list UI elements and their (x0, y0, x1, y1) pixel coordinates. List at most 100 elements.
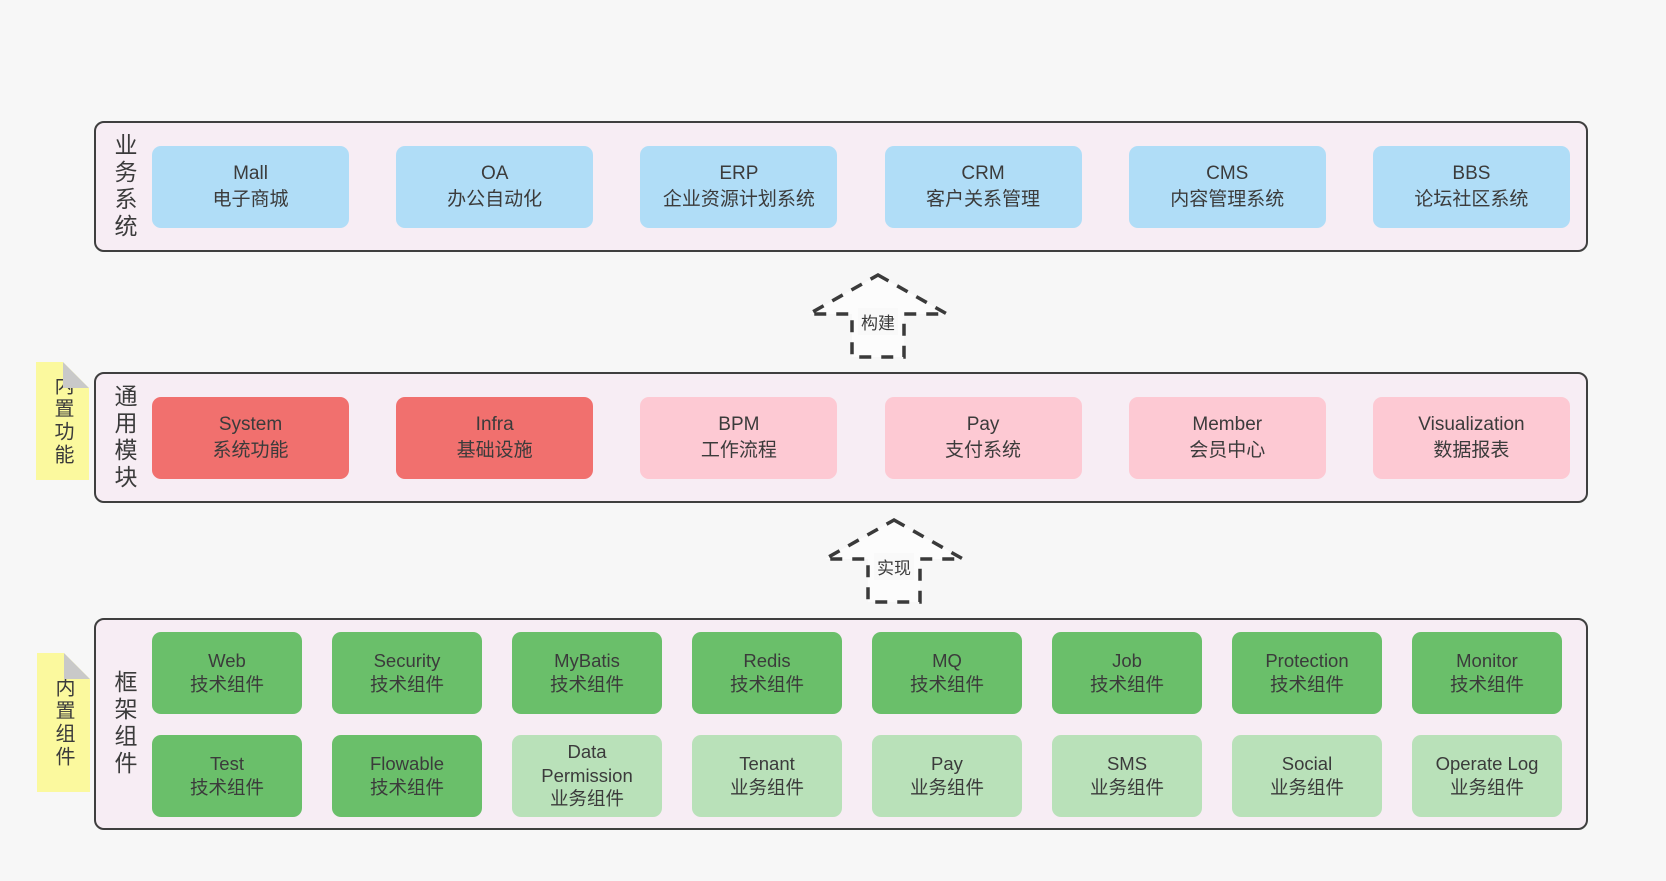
box-operate-log: Operate Log 业务组件 (1412, 734, 1562, 817)
box-title: Flowable (369, 752, 445, 774)
box-title: MQ (932, 649, 962, 671)
business-systems-row: Mall 电子商城 OA 办公自动化 ERP 企业资源计划系统 CRM 客户关系… (152, 123, 1586, 250)
layer-label-common-modules: 通用模块 (111, 383, 137, 492)
box-infra: Infra 基础设施 (396, 396, 594, 479)
box-subtitle: 技术组件 (549, 673, 624, 695)
box-title: Test (210, 752, 244, 774)
box-tenant: Tenant 业务组件 (692, 734, 842, 817)
box-subtitle: 客户关系管理 (926, 188, 1041, 210)
box-pay-biz: Pay 业务组件 (872, 734, 1022, 817)
box-title: System (218, 414, 283, 436)
box-cms: CMS 内容管理系统 (1128, 145, 1326, 228)
box-title: Pay (931, 752, 963, 774)
box-title: Operate Log (1435, 752, 1539, 774)
box-monitor: Monitor 技术组件 (1412, 631, 1562, 714)
box-title: Monitor (1456, 649, 1518, 671)
box-subtitle: 业务组件 (1269, 776, 1344, 798)
box-mq: MQ 技术组件 (872, 631, 1022, 714)
box-title: BBS (1452, 163, 1491, 185)
box-subtitle: 办公自动化 (447, 188, 543, 210)
layer-label-framework-components: 框架组件 (111, 670, 137, 778)
common-modules-row: System 系统功能 Infra 基础设施 BPM 工作流程 Pay 支付系统… (152, 374, 1586, 501)
box-subtitle: 技术组件 (369, 673, 444, 695)
box-subtitle: 业务组件 (729, 776, 804, 798)
box-title: Member (1192, 414, 1263, 436)
box-title: Job (1112, 649, 1142, 671)
box-subtitle: 支付系统 (945, 439, 1022, 461)
box-web: Web 技术组件 (152, 631, 302, 714)
box-system: System 系统功能 (152, 396, 349, 479)
box-subtitle: 技术组件 (1269, 673, 1344, 695)
arrow-build: 构建 (805, 271, 951, 361)
box-redis: Redis 技术组件 (692, 631, 842, 714)
box-subtitle: 基础设施 (456, 439, 533, 461)
box-subtitle: 业务组件 (909, 776, 984, 798)
layer-common-modules: 通用模块 System 系统功能 Infra 基础设施 BPM 工作流程 Pay… (94, 372, 1588, 503)
box-subtitle: 技术组件 (369, 776, 444, 798)
box-subtitle: 工作流程 (700, 439, 777, 461)
box-title: Social (1281, 752, 1333, 774)
box-subtitle: 系统功能 (212, 439, 289, 461)
box-title: Visualization (1418, 414, 1525, 436)
box-crm: CRM 客户关系管理 (884, 145, 1082, 228)
box-title: Web (208, 649, 246, 671)
arrow-implement: 实现 (821, 516, 967, 606)
box-subtitle: 技术组件 (1449, 673, 1524, 695)
layer-framework-components: 框架组件 Web 技术组件 Security 技术组件 MyBatis 技术组件… (94, 618, 1588, 830)
box-title: ERP (719, 163, 759, 185)
box-subtitle: 会员中心 (1189, 439, 1266, 461)
framework-components-grid: Web 技术组件 Security 技术组件 MyBatis 技术组件 Redi… (152, 620, 1586, 828)
box-test: Test 技术组件 (152, 734, 302, 817)
box-subtitle: 业务组件 (1449, 776, 1524, 798)
layer-label-business-systems: 业务系统 (111, 132, 137, 241)
box-subtitle: 数据报表 (1433, 439, 1510, 461)
note-fold-corner-icon (63, 362, 89, 388)
box-subtitle: 业务组件 (1089, 776, 1164, 798)
box-title: CRM (961, 163, 1005, 185)
box-subtitle: 企业资源计划系统 (662, 188, 815, 210)
box-bbs: BBS 论坛社区系统 (1372, 145, 1570, 228)
box-subtitle: 论坛社区系统 (1414, 188, 1529, 210)
box-flowable: Flowable 技术组件 (332, 734, 482, 817)
sticky-note-text: 内置功能 (51, 375, 73, 467)
box-job: Job 技术组件 (1052, 631, 1202, 714)
box-member: Member 会员中心 (1128, 396, 1326, 479)
box-title: Tenant (739, 752, 795, 774)
box-sms: SMS 业务组件 (1052, 734, 1202, 817)
box-subtitle: 内容管理系统 (1170, 188, 1285, 210)
box-title: OA (480, 163, 509, 185)
sticky-note-builtin-features: 内置功能 (36, 362, 89, 480)
box-security: Security 技术组件 (332, 631, 482, 714)
box-title: Infra (475, 414, 514, 436)
box-title: Redis (743, 649, 791, 671)
box-subtitle: 技术组件 (909, 673, 984, 695)
box-title: Data Permission (541, 740, 633, 786)
box-title: SMS (1106, 752, 1148, 774)
box-pay-system: Pay 支付系统 (884, 396, 1082, 479)
box-mall: Mall 电子商城 (152, 145, 349, 228)
box-erp: ERP 企业资源计划系统 (640, 145, 838, 228)
arrow-implement-label: 实现 (874, 553, 914, 580)
box-title: BPM (718, 414, 760, 436)
box-subtitle: 业务组件 (549, 788, 624, 810)
box-subtitle: 技术组件 (189, 673, 264, 695)
box-title: Protection (1265, 649, 1349, 671)
box-oa: OA 办公自动化 (396, 145, 594, 228)
sticky-note-builtin-components: 内置组件 (37, 653, 90, 792)
box-title: Mall (233, 163, 268, 185)
box-title: MyBatis (554, 649, 620, 671)
box-data-permission: Data Permission 业务组件 (512, 734, 662, 817)
box-visualization: Visualization 数据报表 (1372, 396, 1570, 479)
box-title: Security (373, 649, 441, 671)
box-subtitle: 技术组件 (189, 776, 264, 798)
box-title: CMS (1206, 163, 1249, 185)
note-fold-corner-icon (64, 653, 90, 679)
box-title: Pay (966, 414, 1000, 436)
arrow-build-label: 构建 (858, 308, 898, 335)
box-social: Social 业务组件 (1232, 734, 1382, 817)
box-subtitle: 技术组件 (1089, 673, 1164, 695)
box-subtitle: 电子商城 (212, 188, 289, 210)
box-mybatis: MyBatis 技术组件 (512, 631, 662, 714)
layer-business-systems: 业务系统 Mall 电子商城 OA 办公自动化 ERP 企业资源计划系统 CRM… (94, 121, 1588, 252)
